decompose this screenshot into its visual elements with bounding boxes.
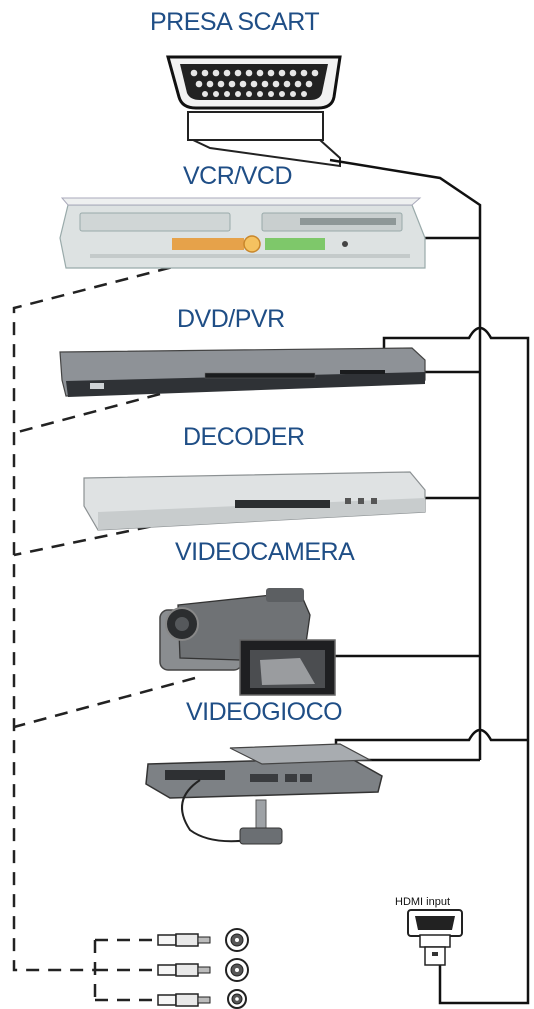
- videocamera-icon: [159, 588, 336, 696]
- scart-socket-icon: [166, 55, 342, 110]
- decoder-label: DECODER: [183, 423, 305, 451]
- rca-jack-icon: [227, 989, 247, 1009]
- videogioco-label: VIDEOGIOCO: [186, 698, 343, 726]
- decoder-device-icon: [83, 471, 426, 531]
- vcr-label: VCR/VCD: [183, 162, 293, 190]
- rca-plug-icon: [157, 993, 211, 1007]
- hdmi-input-icon: [407, 909, 463, 966]
- rca-connectors: [157, 928, 249, 1009]
- hdmi-input-label: HDMI input: [395, 896, 451, 908]
- hdmi-cable-bus: [334, 326, 530, 1005]
- rca-plug-icon: [157, 963, 211, 977]
- scart-plug-icon: [187, 111, 341, 168]
- videocamera-label: VIDEOCAMERA: [175, 538, 355, 566]
- dvd-label: DVD/PVR: [177, 305, 285, 333]
- vcr-device-icon: [59, 197, 426, 269]
- rca-jack-icon: [225, 928, 249, 952]
- videogioco-icon: [145, 743, 383, 845]
- rca-jack-icon: [225, 958, 249, 982]
- rca-plug-icon: [157, 933, 211, 947]
- scart-label: PRESA SCART: [150, 8, 320, 36]
- dvd-device-icon: [59, 347, 426, 397]
- scart-cable-bus: [329, 158, 482, 762]
